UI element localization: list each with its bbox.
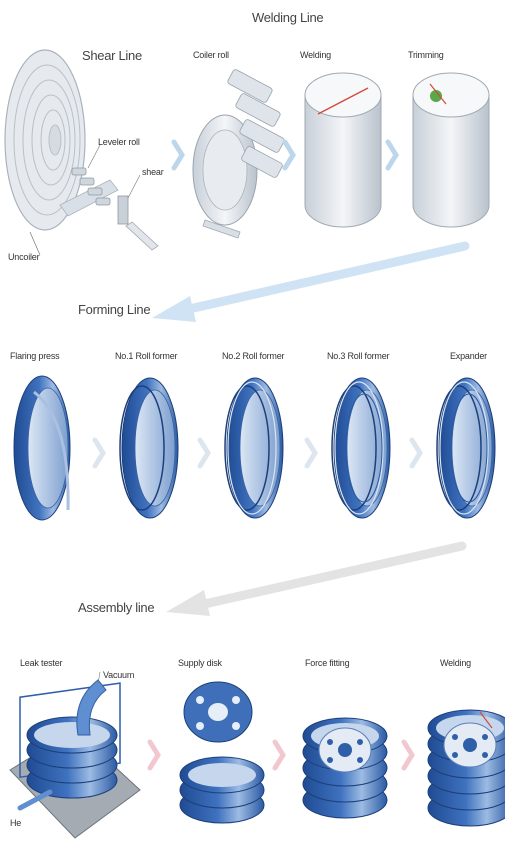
force-fitting-icon — [303, 718, 387, 818]
uncoiler-coil-icon — [5, 50, 118, 255]
final-welding-icon — [428, 710, 505, 826]
flow-arrow-to-assembly — [166, 546, 462, 616]
roll-former-3-wheel-icon — [332, 378, 390, 518]
welding-cylinder-icon — [305, 73, 381, 227]
expander-wheel-icon — [437, 378, 495, 518]
flow-arrow-to-forming — [152, 246, 465, 322]
roll-former-2-wheel-icon — [225, 378, 283, 518]
shear-icon — [118, 175, 158, 250]
leak-tester-icon — [10, 672, 140, 838]
trimming-cylinder-icon — [413, 73, 489, 227]
forming-wheels — [14, 376, 495, 520]
roll-former-1-wheel-icon — [120, 378, 178, 518]
supply-disk-icon — [180, 682, 264, 823]
coiler-roll-icon — [193, 69, 285, 238]
flaring-press-wheel-icon — [14, 376, 70, 520]
